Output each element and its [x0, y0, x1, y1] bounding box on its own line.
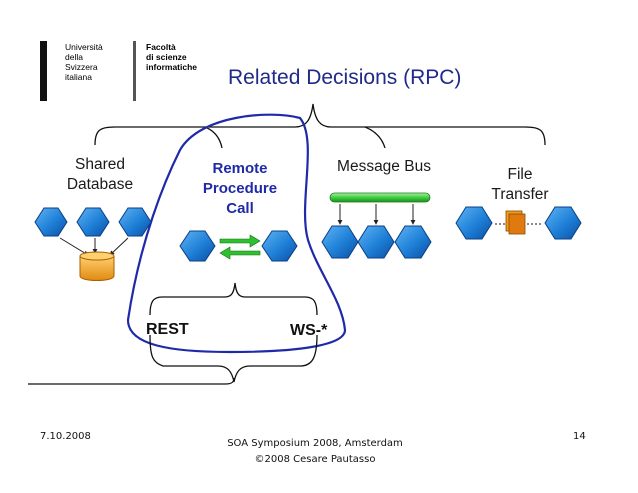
footer-event-line: SOA Symposium 2008, Amsterdam: [227, 438, 403, 449]
bottom-brace: [149, 334, 318, 383]
label-line: Remote: [212, 160, 268, 177]
hexagon-node: [261, 230, 298, 262]
option-shared-database: Shared Database: [55, 155, 145, 195]
option-remote-procedure-call: Remote Procedure Call: [190, 159, 290, 219]
logo-line: italiana: [65, 72, 92, 82]
hexagon-node: [394, 225, 432, 259]
label-line: Procedure: [202, 180, 278, 197]
bottom-lead-line: [28, 377, 235, 385]
hexagon-node: [455, 206, 493, 240]
logo-line: Svizzera: [65, 62, 98, 72]
bus-bar: [329, 192, 431, 203]
message-bus-graphic: [321, 192, 432, 259]
logo-line: della: [65, 52, 83, 62]
arrow-left: [219, 246, 261, 260]
faculty-logo-text: Facoltà di scienze informatiche: [146, 42, 197, 72]
sub-option-ws: WS-*: [290, 322, 328, 339]
hexagon-node: [34, 207, 68, 237]
file-transfer-graphic: [455, 206, 582, 240]
sub-option-rest: REST: [146, 321, 189, 338]
rpc-sub-brace: [149, 282, 318, 316]
footer-copyright: ©2008 Cesare Pautasso: [254, 454, 376, 465]
logo-line: di scienze: [146, 52, 187, 62]
hexagon-node: [76, 207, 110, 237]
rpc-graphic: [179, 230, 298, 262]
label-line: Call: [226, 200, 254, 217]
option-file-transfer: File Transfer: [470, 165, 570, 205]
hexagon-node: [179, 230, 216, 262]
hexagon-node: [321, 225, 359, 259]
label-line: File: [507, 166, 533, 183]
slide-title: Related Decisions (RPC): [228, 66, 462, 89]
logo-line: Università: [65, 42, 103, 52]
page-number: 14: [573, 431, 586, 442]
database-cylinder: [79, 256, 115, 281]
hexagon-node: [544, 206, 582, 240]
top-brace: [94, 103, 546, 146]
shared-database-graphic: [34, 207, 152, 281]
brace-tick-db: [204, 126, 223, 149]
rpc-highlight-outline: [126, 113, 347, 354]
option-message-bus: Message Bus: [337, 158, 431, 175]
label-line: Transfer: [491, 186, 549, 203]
logo-line: informatiche: [146, 62, 198, 72]
hexagon-node: [118, 207, 152, 237]
label-line: Shared: [75, 156, 125, 173]
faculty-logo-bar: [133, 41, 136, 101]
university-logo-bar: [40, 41, 47, 101]
logo-line: Facoltà: [146, 42, 176, 52]
hexagon-node: [357, 225, 395, 259]
label-line: Database: [66, 176, 134, 193]
footer-event: SOA Symposium 2008, Amsterdam ©2008 Cesa…: [200, 436, 430, 468]
arrow-right: [219, 234, 261, 248]
university-logo-text: Università della Svizzera italiana: [65, 42, 103, 82]
brace-tick-bus: [364, 126, 386, 149]
footer-date: 7.10.2008: [40, 431, 91, 442]
